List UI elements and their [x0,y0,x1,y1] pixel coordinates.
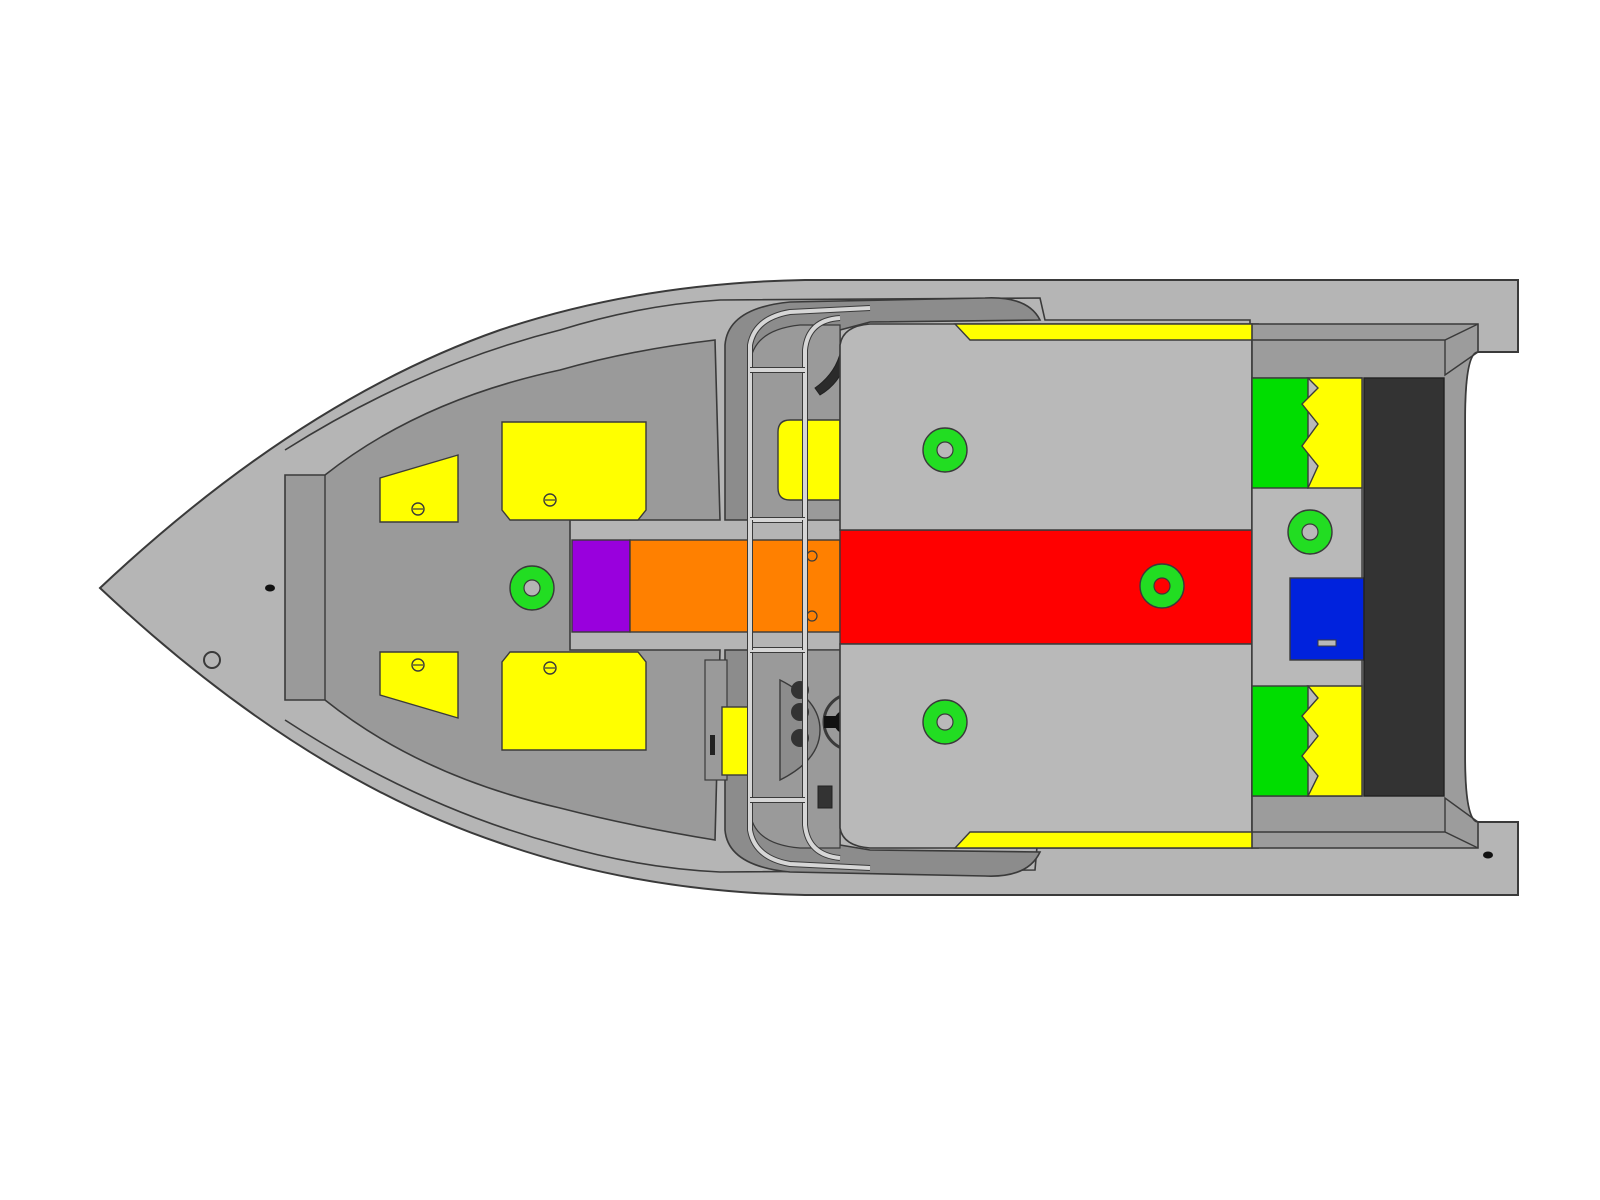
stern-corner-lower [1444,796,1479,832]
seat-pedestal-hole [523,579,541,597]
stern-livewell-upper-lid[interactable] [1301,377,1363,489]
seat-pedestal-hole [936,441,954,459]
hatch-mid-left[interactable] [501,421,647,521]
stern-corner-upper [1444,340,1479,377]
cockpit-deck-upper [839,323,1253,531]
hinge-icon [806,610,818,622]
side-storage-strip-lower[interactable] [953,831,1260,849]
stern-livewell-lower-lid[interactable] [1301,685,1363,797]
hinge-icon [806,550,818,562]
glovebox-hatch[interactable] [777,419,841,501]
stern-eye-icon [1483,851,1493,859]
side-storage-strip-upper[interactable] [953,323,1260,341]
grab-rail [747,305,871,871]
console-side-lock [710,735,715,755]
bow-cleat-icon [203,651,221,669]
center-walkway[interactable] [839,529,1253,645]
hatch-front-right[interactable] [379,651,459,719]
cockpit-deck-lower [839,643,1253,849]
seat-pedestal-hole [1301,523,1319,541]
hatch-front-left[interactable] [379,454,459,523]
throttle-switch-icon [817,785,833,809]
bow-box[interactable] [571,539,631,633]
seat-pedestal-hole [936,713,954,731]
hatch-mid-right[interactable] [501,651,647,751]
battery-box[interactable] [1289,577,1365,661]
battery-box-latch [1317,639,1337,647]
seat-pedestal-hole [1153,577,1171,595]
transom-bench[interactable] [1363,377,1445,797]
stern-livewell-upper[interactable] [1251,377,1309,489]
bow-eye-icon [265,584,275,592]
stern-livewell-lower[interactable] [1251,685,1309,797]
